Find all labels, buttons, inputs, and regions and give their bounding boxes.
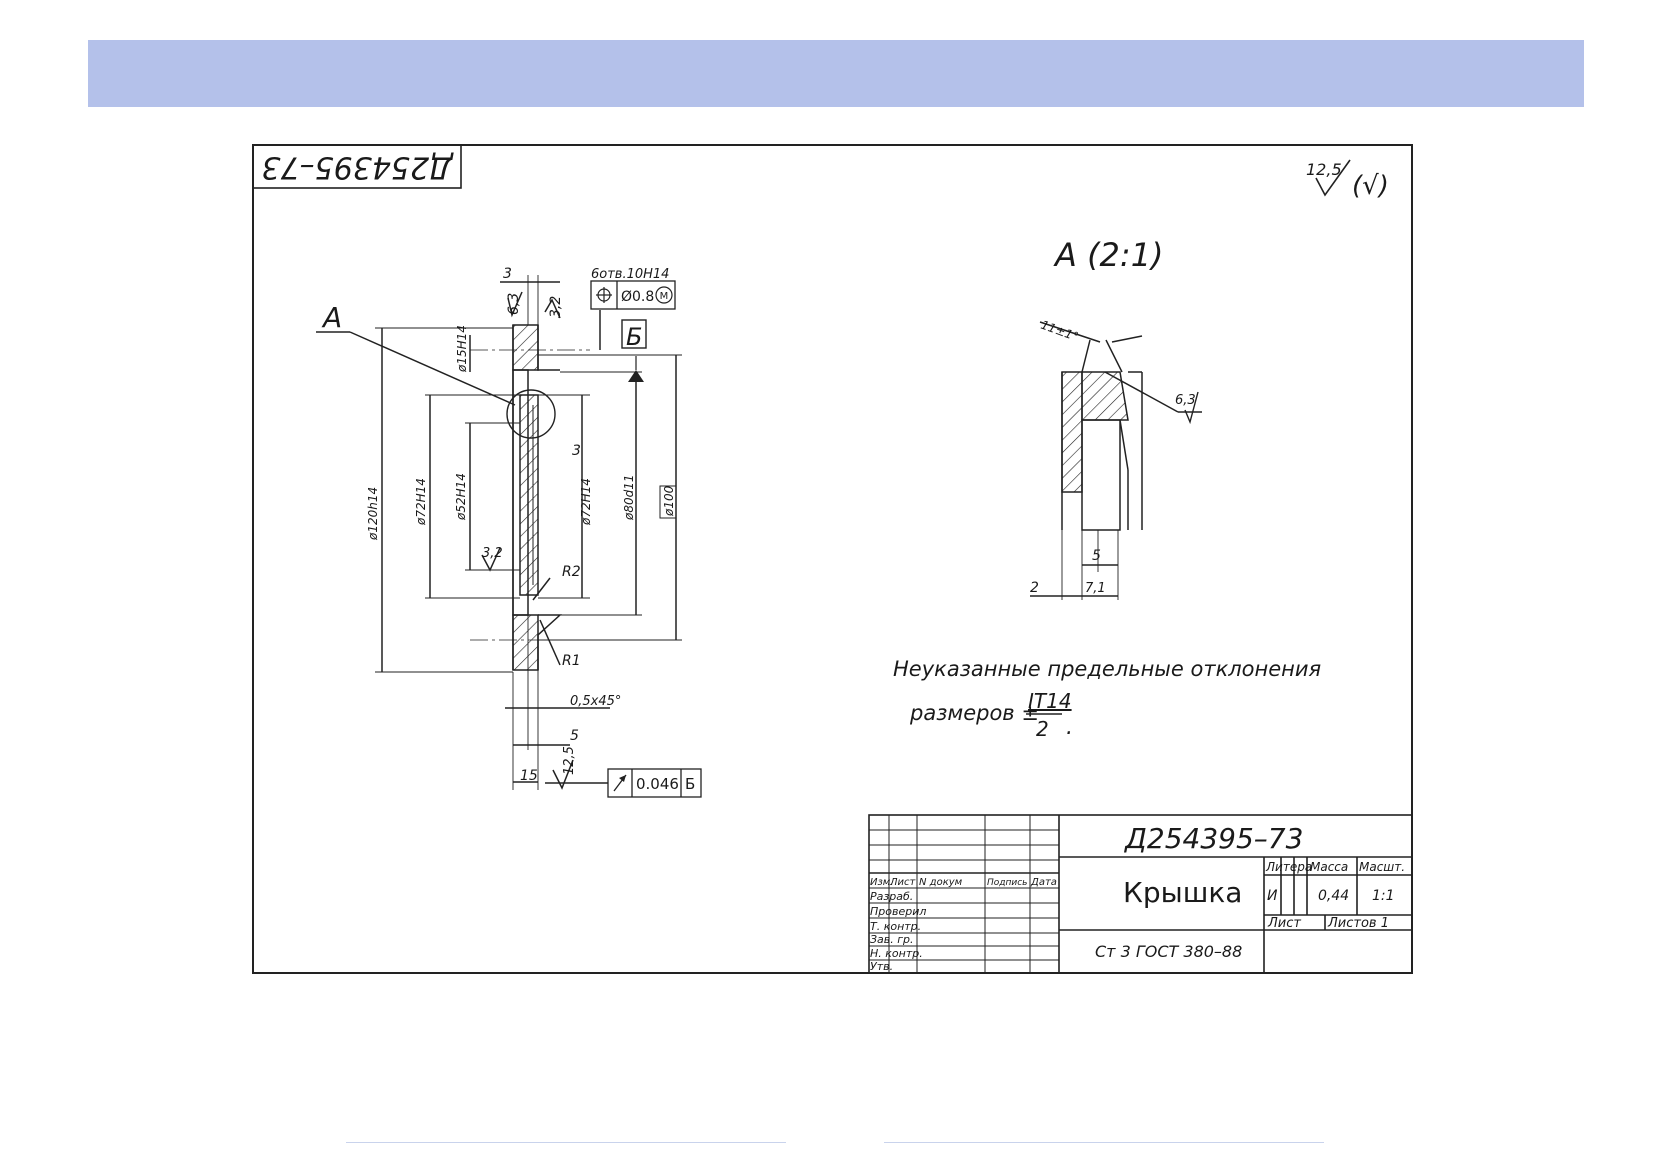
tb-material: Ст 3 ГОСТ 380–88 [1095,942,1242,961]
tb-col-data: Дата [1030,877,1057,888]
dim-d72-right: ø72Н14 [579,478,593,526]
dim-6-3: 6,3 [506,293,522,315]
detail-dim-7-1: 7,1 [1085,581,1106,596]
dim-r2: R2 [562,564,581,580]
dim-r1: R1 [562,653,581,669]
detail-dim-5: 5 [1092,548,1101,564]
title-block [868,814,1413,974]
main-section-view [316,275,682,790]
note-frac-bottom: 2 [1036,717,1049,741]
dim-chamfer: 0,5x45° [570,694,621,709]
dim-5: 5 [570,728,579,744]
tb-row-nkontr: Н. контр. [870,947,923,960]
tb-masshtab-label: Масшт. [1359,860,1405,874]
tb-row-zavgr: Зав. гр. [870,933,914,946]
runout-value: 0.046 [636,775,679,793]
dim-3-2-top: 3,2 [548,296,564,318]
roughness-paren: (√) [1352,171,1389,201]
runout-datum: Б [685,775,695,793]
footer-rule-right [884,1142,1324,1143]
tb-sheet-label: Лист [1267,916,1301,931]
note-end: . [1066,715,1073,740]
dim-d100: ø100 [662,485,676,517]
dim-3-2-mid: 3,2 [482,546,503,561]
tb-massa-label: Масса [1310,860,1348,874]
runout-frame [607,768,702,798]
tb-designation: Д254395–73 [1123,822,1303,855]
dim-d80: ø80d11 [622,475,636,522]
tb-col-izm: Изм. [870,877,894,888]
roughness-symbol [1315,159,1351,197]
detail-title: A (2:1) [1053,236,1164,274]
datum-triangle [628,370,644,382]
note-frac-top: IT14 [1028,689,1072,713]
note-line1: Неуказанные предельные отклонения [893,657,1321,681]
leader-label-a: A [321,301,342,334]
tb-row-tkontr: Т. контр. [870,920,921,933]
tb-col-podp: Подпись [987,878,1027,888]
tb-row-razrab: Разраб. [870,890,913,903]
dim-d100-box [659,485,677,519]
tb-part-name: Крышка [1123,876,1242,909]
dim-3-top: 3 [503,266,512,282]
note-line2: размеров ± [909,701,1039,725]
tb-row-utv: Утв. [870,960,893,973]
tb-litera-label: Литера [1265,860,1312,874]
detail-a-view [1030,321,1202,600]
dim-d15: ø15Н14 [455,325,469,373]
footer-rule-left [346,1142,786,1143]
dim-12-5: 12,5 [562,746,577,775]
detail-roughness: 6,3 [1175,393,1196,408]
tb-col-ndoc: N докум [919,877,963,888]
tb-masshtab-value: 1:1 [1372,888,1395,904]
dim-d52: ø52Н14 [454,473,468,521]
tb-col-list: Лист [889,877,917,888]
tb-sheets-label: Листов 1 [1327,916,1389,931]
tb-row-prov: Проверил [870,905,926,918]
slide-title-band [88,40,1584,107]
dim-d72-left: ø72Н14 [414,478,428,526]
roughness-value: 12,5 [1306,160,1342,179]
dim-d120: ø120h14 [366,487,380,541]
datum-b-box [621,319,647,349]
dim-3-mid: 3 [572,443,581,459]
stamp-designation: Д254395–73 [261,150,454,185]
position-tol-mod: M [660,291,669,302]
holes-note: 6отв.10Н14 [591,267,669,282]
drawing-frame [252,144,1413,974]
detail-dim-2: 2 [1030,580,1039,596]
datum-b-label: Б [626,323,642,351]
tb-massa-value: 0,44 [1318,888,1349,904]
dim-15: 15 [520,768,538,784]
position-tol-value: Ø0.8 [621,289,654,305]
tb-litera-value: И [1267,888,1278,904]
stamp-box [252,144,462,189]
